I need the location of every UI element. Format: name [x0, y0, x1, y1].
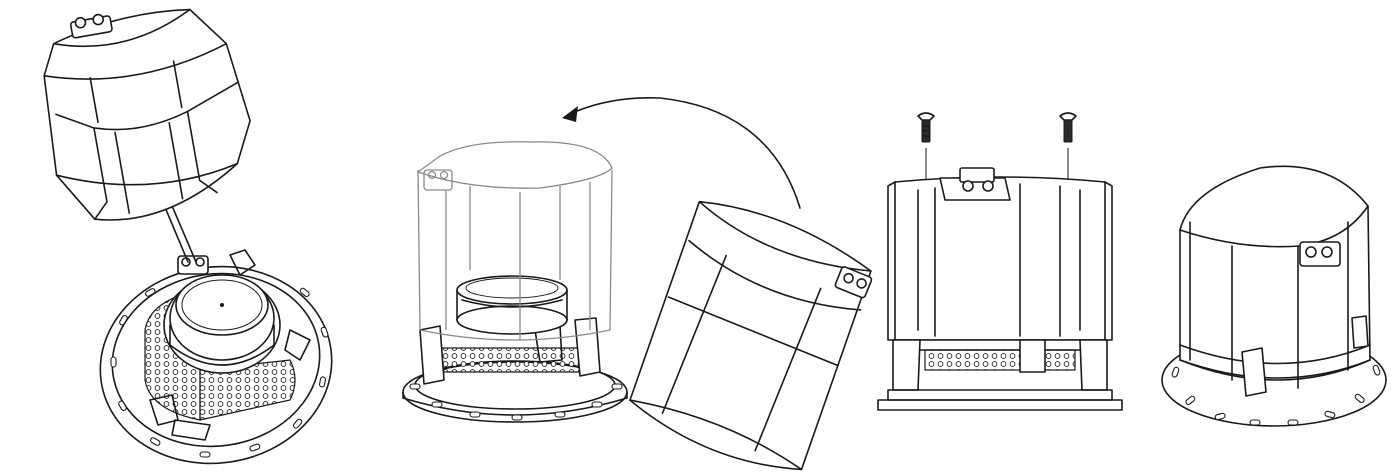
speaker-frame-icon	[402, 275, 628, 423]
speaker-frame	[99, 249, 333, 465]
speaker-driver-icon	[163, 274, 281, 374]
step3-insert-screws	[877, 112, 1123, 411]
flange-slots	[1171, 364, 1381, 426]
backcan-ghost	[416, 141, 613, 341]
step2-rotate-backcan	[402, 97, 873, 471]
backcan-icon	[629, 200, 873, 471]
rim-slots	[110, 287, 329, 458]
step1-remove-backcan	[43, 8, 333, 465]
grille-bottom	[199, 359, 296, 421]
rotation-arrow-icon	[562, 97, 801, 209]
speaker-frame	[877, 339, 1123, 411]
backcan-icon	[887, 167, 1113, 341]
screw-icon	[917, 112, 1077, 143]
assembled-speaker-icon	[1161, 165, 1387, 427]
frame-slots	[409, 383, 623, 421]
backcan-icon	[43, 8, 251, 221]
